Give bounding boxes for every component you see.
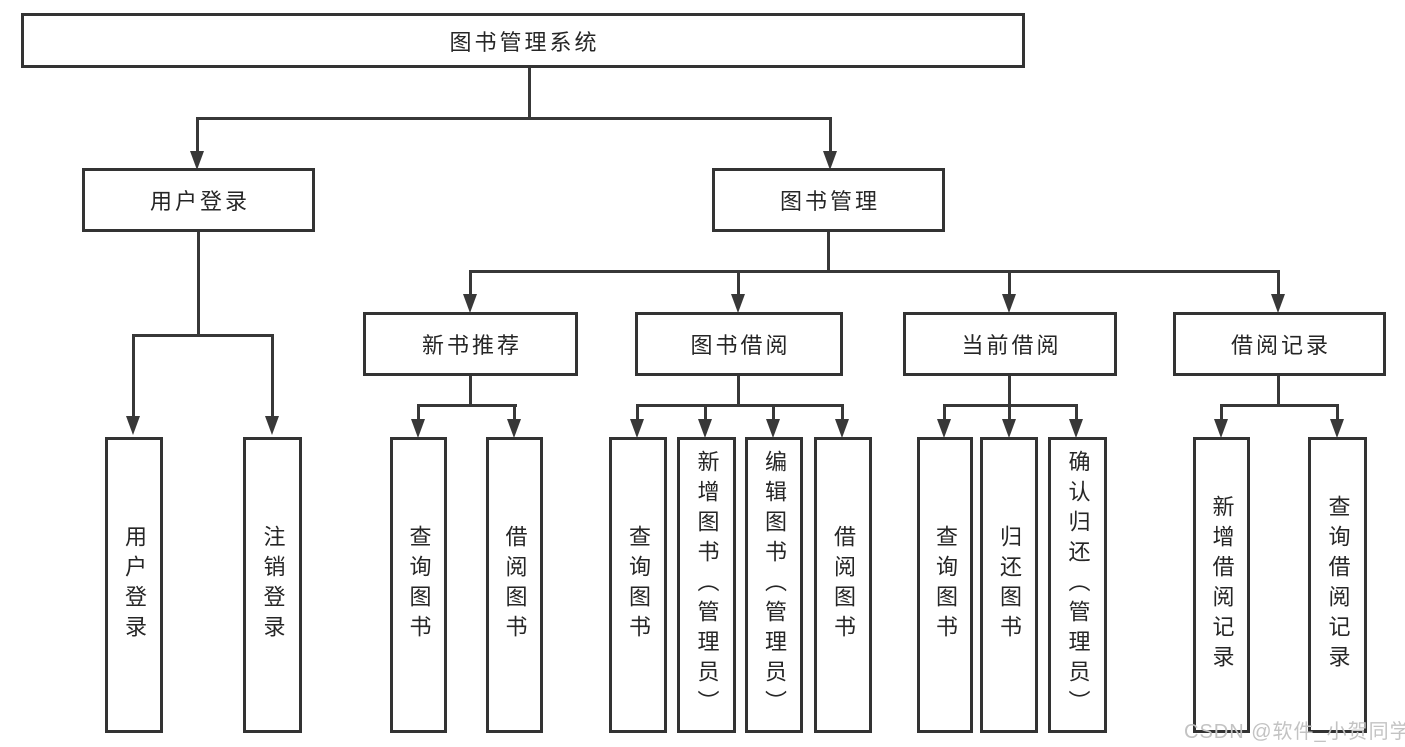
connector-line <box>417 404 517 407</box>
leaf-user-login: 用户登录 <box>105 437 163 733</box>
connector-line <box>1336 404 1339 420</box>
leaf-add-book-admin: 新增图书（管理员） <box>677 437 736 733</box>
leaf-query-borrow-record-label: 查询借阅记录 <box>1325 495 1351 675</box>
arrow-down-icon <box>630 419 644 438</box>
connector-line <box>1220 404 1223 420</box>
arrow-down-icon <box>835 419 849 438</box>
leaf-return-book: 归还图书 <box>980 437 1038 733</box>
arrow-down-icon <box>823 151 837 170</box>
connector-line <box>196 117 199 154</box>
leaf-logout-label: 注销登录 <box>260 525 286 645</box>
leaf-add-borrow-record: 新增借阅记录 <box>1193 437 1250 733</box>
arrow-down-icon <box>126 416 140 435</box>
leaf-query-book: 查询图书 <box>390 437 447 733</box>
leaf-borrow-book: 借阅图书 <box>814 437 872 733</box>
node-book-management-label: 图书管理 <box>779 189 880 214</box>
connector-line <box>841 404 844 420</box>
leaf-user-login-label: 用户登录 <box>122 525 147 645</box>
connector-line <box>829 117 832 154</box>
node-borrow-record-label: 借阅记录 <box>1230 333 1331 358</box>
arrow-down-icon <box>698 419 712 438</box>
connector-line <box>528 66 531 119</box>
arrow-down-icon <box>1214 419 1228 438</box>
leaf-edit-book-admin: 编辑图书（管理员） <box>745 437 803 733</box>
leaf-query-book: 查询图书 <box>609 437 667 733</box>
leaf-confirm-return-admin: 确认归还（管理员） <box>1048 437 1107 733</box>
arrow-down-icon <box>1002 294 1016 313</box>
connector-line <box>636 404 844 407</box>
connector-line <box>469 374 472 407</box>
node-book-borrow-label: 图书借阅 <box>690 333 791 358</box>
connector-line <box>943 404 946 420</box>
arrow-down-icon <box>731 294 745 313</box>
leaf-add-borrow-record-label: 新增借阅记录 <box>1209 495 1235 675</box>
arrow-down-icon <box>1002 419 1016 438</box>
connector-line <box>1008 374 1011 407</box>
connector-line <box>827 230 830 273</box>
leaf-add-book-admin-label: 新增图书（管理员） <box>694 450 720 720</box>
connector-line <box>469 270 472 296</box>
leaf-query-book: 查询图书 <box>917 437 973 733</box>
leaf-query-borrow-record: 查询借阅记录 <box>1308 437 1367 733</box>
connector-line <box>1008 270 1011 296</box>
node-book-management: 图书管理 <box>712 168 945 232</box>
leaf-query-book-label: 查询图书 <box>933 525 958 645</box>
node-new-book-recommend: 新书推荐 <box>363 312 578 376</box>
node-new-book-recommend-label: 新书推荐 <box>421 333 522 358</box>
connector-line <box>1277 374 1280 407</box>
connector-line <box>704 404 707 420</box>
arrow-down-icon <box>190 151 204 170</box>
connector-line <box>271 334 274 418</box>
leaf-logout: 注销登录 <box>243 437 302 733</box>
arrow-down-icon <box>265 416 279 435</box>
leaf-borrow-book-label: 借阅图书 <box>831 525 856 645</box>
node-user-login: 用户登录 <box>82 168 315 232</box>
leaf-edit-book-admin-label: 编辑图书（管理员） <box>762 450 787 720</box>
connector-line <box>1277 270 1280 296</box>
node-user-login-label: 用户登录 <box>149 189 250 214</box>
leaf-query-book-label: 查询图书 <box>406 525 432 645</box>
csdn-watermark: CSDN @软件_小贺同学 <box>1184 721 1405 743</box>
connector-line <box>1075 404 1078 420</box>
arrow-down-icon <box>937 419 951 438</box>
leaf-borrow-book-label: 借阅图书 <box>502 525 528 645</box>
arrow-down-icon <box>463 294 477 313</box>
node-root-label: 图书管理系统 <box>449 29 600 55</box>
leaf-query-book-label: 查询图书 <box>626 525 651 645</box>
connector-line <box>132 334 274 337</box>
leaf-return-book-label: 归还图书 <box>997 525 1022 645</box>
connector-line <box>1220 404 1339 407</box>
node-current-borrow: 当前借阅 <box>903 312 1117 376</box>
connector-line <box>513 404 516 420</box>
leaf-confirm-return-admin-label: 确认归还（管理员） <box>1065 450 1091 720</box>
connector-line <box>132 334 135 418</box>
arrow-down-icon <box>507 419 521 438</box>
connector-line <box>737 374 740 407</box>
connector-line <box>636 404 639 420</box>
connector-line <box>196 117 832 120</box>
arrow-down-icon <box>1330 419 1344 438</box>
connector-line <box>469 270 1280 273</box>
node-current-borrow-label: 当前借阅 <box>961 333 1062 358</box>
arrow-down-icon <box>1069 419 1083 438</box>
connector-line <box>772 404 775 420</box>
node-root: 图书管理系统 <box>21 13 1025 68</box>
connector-line <box>197 230 200 337</box>
arrow-down-icon <box>411 419 425 438</box>
node-book-borrow: 图书借阅 <box>635 312 843 376</box>
connector-line <box>737 270 740 296</box>
arrow-down-icon <box>1271 294 1285 313</box>
connector-line <box>417 404 420 420</box>
node-borrow-record: 借阅记录 <box>1173 312 1386 376</box>
leaf-borrow-book: 借阅图书 <box>486 437 543 733</box>
arrow-down-icon <box>766 419 780 438</box>
connector-line <box>1008 404 1011 420</box>
